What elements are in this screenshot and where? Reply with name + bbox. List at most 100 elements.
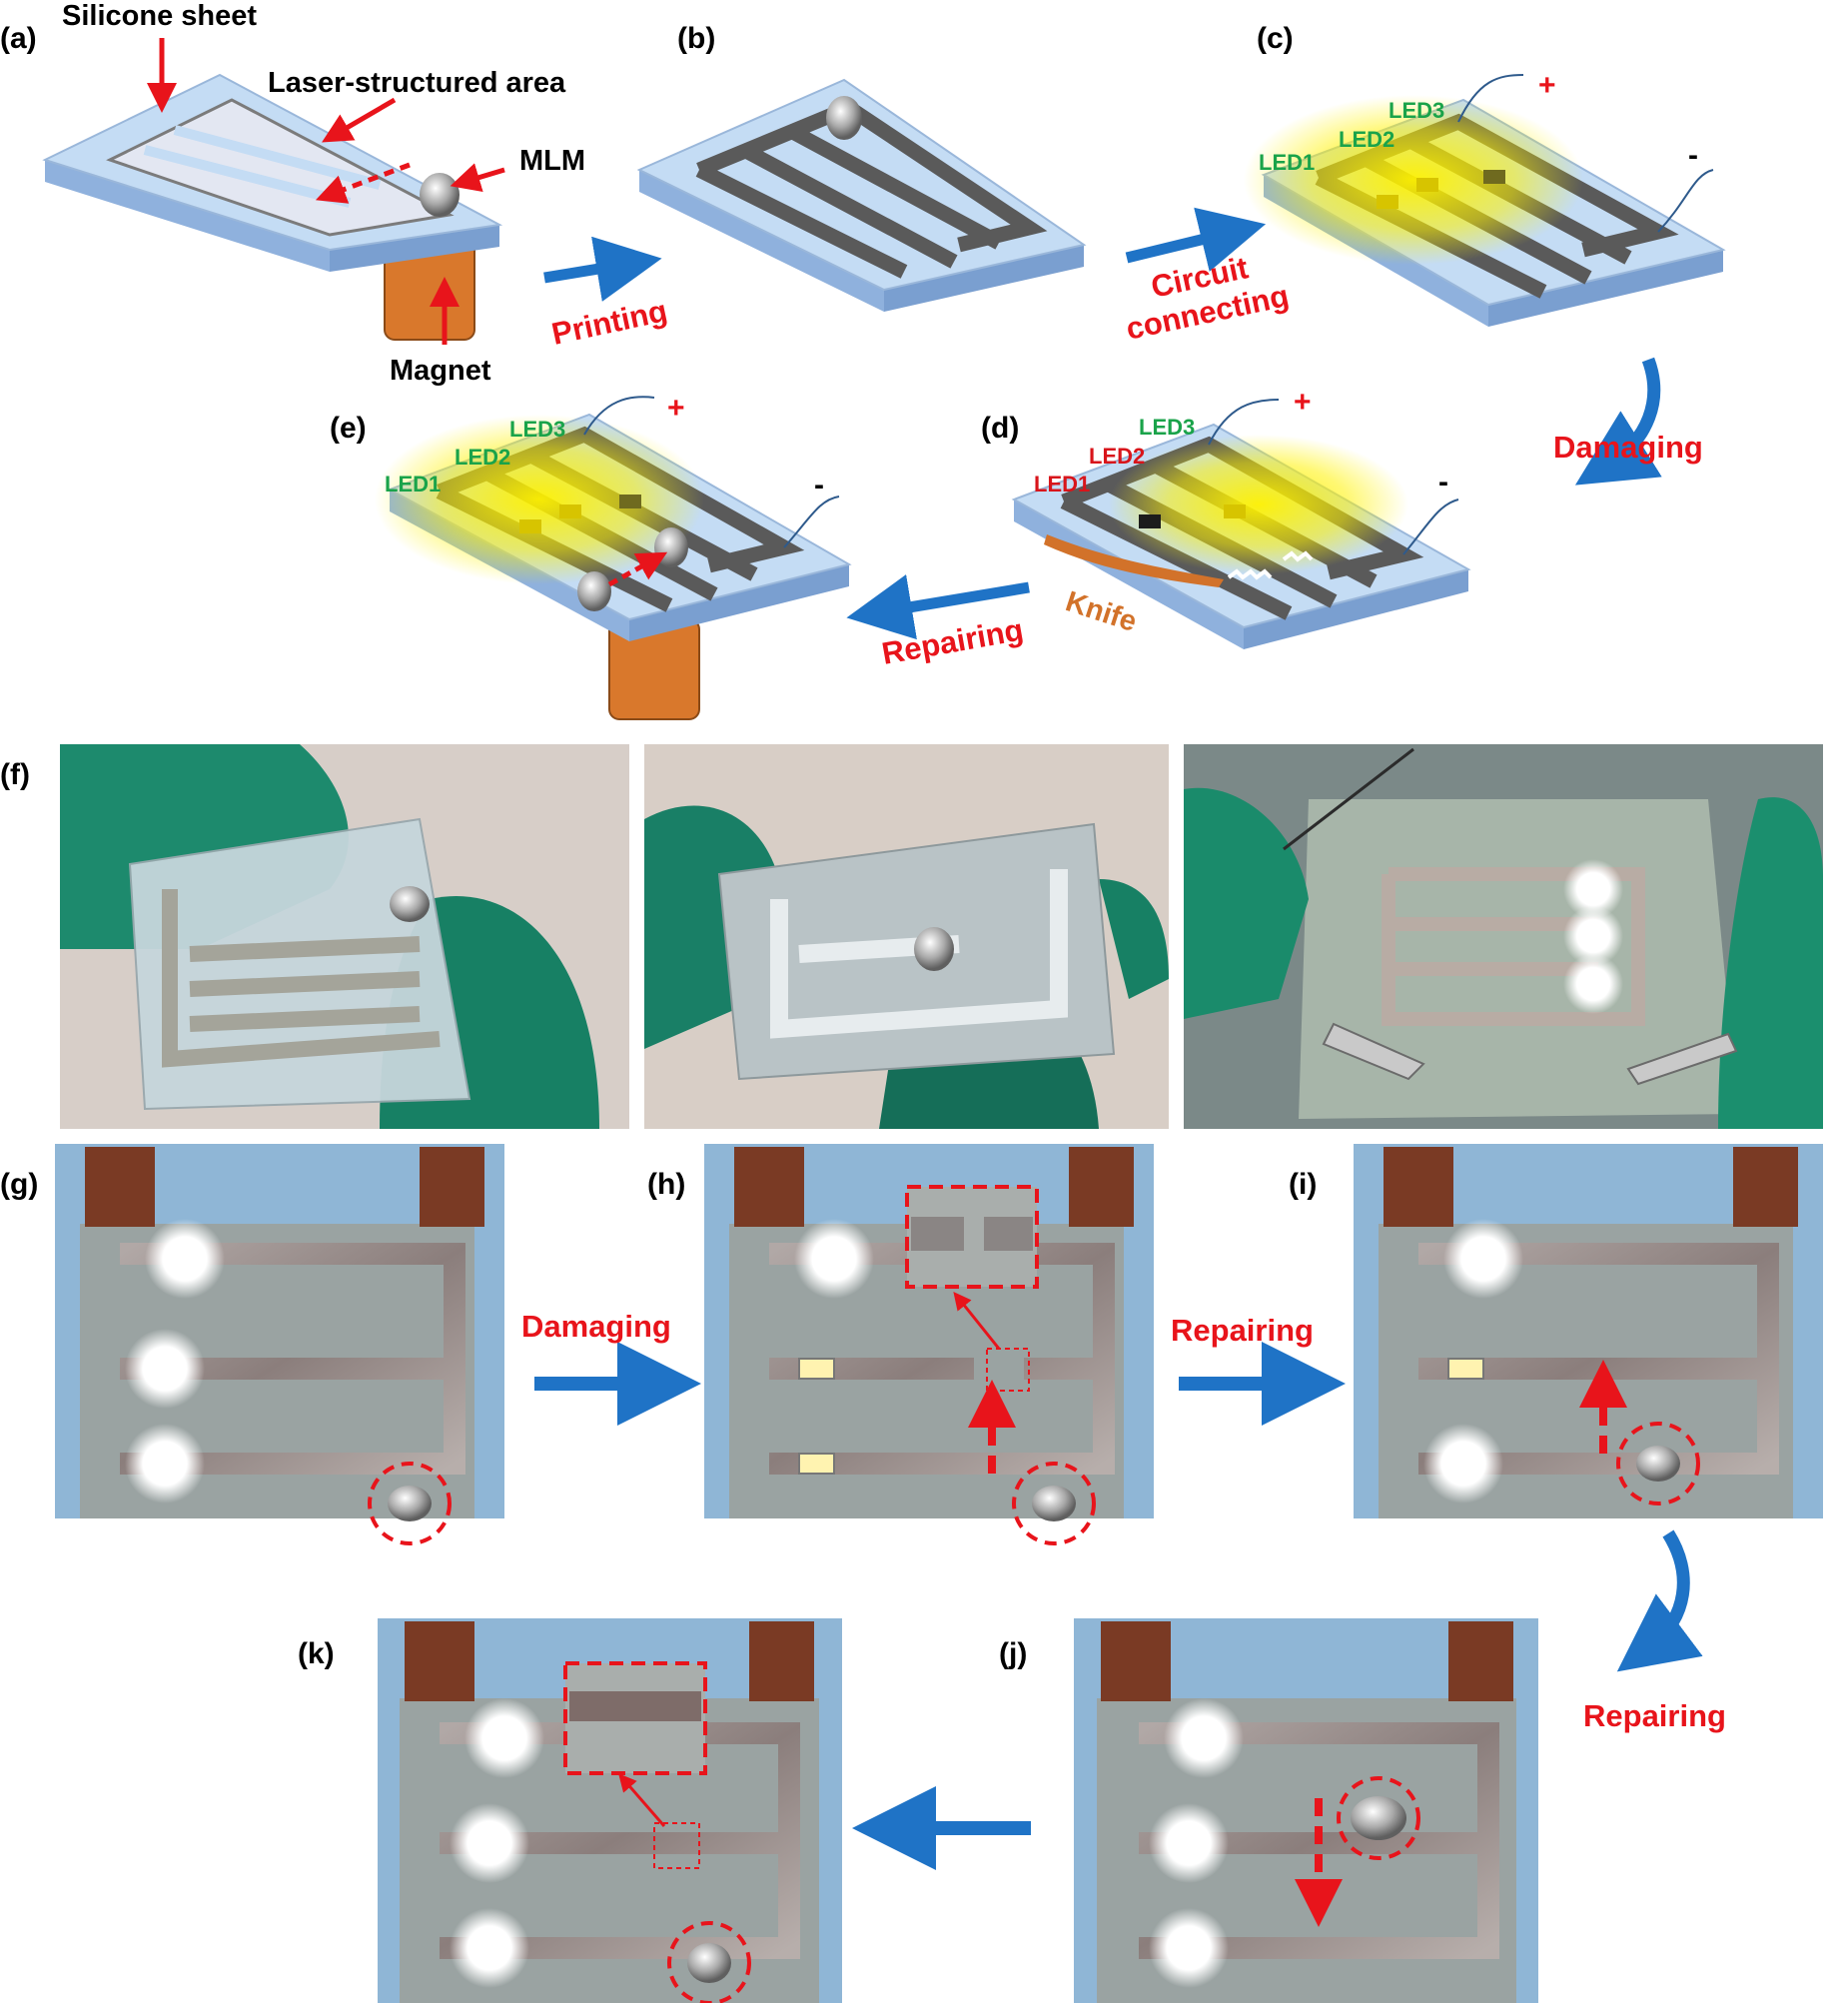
- wire-negative: [1657, 169, 1714, 233]
- photo-f3: [1184, 744, 1823, 1129]
- copper-tape: [749, 1621, 814, 1701]
- panel-c-schematic: [1244, 74, 1726, 327]
- led-chip-off: [1447, 1358, 1484, 1380]
- copper-tape: [1069, 1147, 1134, 1227]
- copper-tape: [734, 1147, 804, 1227]
- mlm-droplet: [914, 927, 954, 971]
- printed-trace: [162, 889, 441, 1068]
- arrow-repairing-curve: [1616, 1529, 1703, 1672]
- sheet-side-right: [1244, 569, 1468, 649]
- minus-d: -: [1438, 466, 1448, 499]
- led-chip-off: [798, 1358, 835, 1380]
- mlm-droplet: [1032, 1486, 1076, 1521]
- sheet-side-right: [330, 225, 499, 272]
- led-chip: [1377, 195, 1398, 209]
- mlm-droplet: [390, 886, 430, 922]
- led-chip: [1483, 170, 1505, 184]
- gloved-hand: [1099, 879, 1169, 999]
- led-bulb: [464, 1698, 544, 1778]
- led-bulb: [1443, 1219, 1523, 1299]
- photo-f1: [60, 744, 629, 1129]
- led-bulb: [1423, 1424, 1503, 1503]
- mlm-droplet: [420, 173, 460, 217]
- alligator-clip: [1626, 1032, 1738, 1086]
- mlm-path-arrow: [607, 551, 668, 587]
- led-chip: [519, 519, 541, 533]
- callout-laser-structured-area: Laser-structured area: [268, 67, 566, 99]
- panel-label-a: (a): [0, 22, 37, 55]
- arrow-damaging: [1574, 357, 1662, 486]
- panel-label-j: (j): [999, 1637, 1027, 1670]
- label-led1-d: LED1: [1034, 472, 1090, 497]
- plus-c: +: [1538, 69, 1556, 102]
- callout-knife: Knife: [1062, 585, 1141, 638]
- copper-tape: [405, 1621, 474, 1701]
- plus-e: +: [667, 392, 685, 425]
- wire-negative: [1402, 499, 1459, 555]
- panel-a-schematic: [42, 38, 505, 345]
- step-repairing-photo: Repairing: [1171, 1313, 1314, 1348]
- label-led3-e: LED3: [509, 417, 565, 442]
- photo-g: [55, 1144, 504, 1545]
- label-led2-d: LED2: [1089, 444, 1145, 469]
- photo-j: [1074, 1618, 1538, 2003]
- minus-c: -: [1688, 139, 1698, 172]
- arrow-repairing: [846, 574, 1030, 640]
- mlm-path-arrow: [315, 162, 411, 204]
- panel-label-i: (i): [1289, 1168, 1317, 1201]
- led-bulb: [145, 1219, 225, 1299]
- led-bulb: [125, 1329, 205, 1409]
- gloved-hand: [1718, 797, 1823, 1129]
- led-glow: [1244, 95, 1583, 265]
- printed-trace: [1382, 867, 1645, 1026]
- knife-blade: [1044, 534, 1224, 587]
- panel-label-c: (c): [1257, 22, 1294, 55]
- label-led1-e: LED1: [385, 472, 441, 497]
- led-bulb: [1149, 1803, 1229, 1883]
- wire-positive: [1208, 399, 1280, 446]
- probe-wire: [1283, 747, 1414, 851]
- led-chip: [1416, 178, 1438, 192]
- label-led2-e: LED2: [455, 445, 510, 470]
- step-repairing-top: Repairing: [879, 612, 1026, 671]
- sheet-side: [45, 160, 330, 272]
- alligator-clip: [1322, 1022, 1425, 1081]
- mlm-droplet: [388, 1486, 432, 1521]
- photo-f2: [644, 744, 1169, 1129]
- damage-mark: [1227, 550, 1314, 580]
- highlight-circle: [1337, 1776, 1420, 1860]
- step-damaging-top: Damaging: [1553, 430, 1703, 465]
- copper-tape: [420, 1147, 484, 1227]
- panel-label-f: (f): [0, 758, 30, 791]
- panel-label-b: (b): [677, 22, 715, 55]
- step-damaging-photo: Damaging: [521, 1309, 671, 1344]
- led-glow: [375, 415, 704, 584]
- led-bulb: [450, 1803, 529, 1883]
- zoom-arrow: [618, 1773, 666, 1827]
- mlm-droplet: [577, 571, 611, 611]
- led-bulb: [450, 1908, 529, 1988]
- mlm-droplet: [1351, 1796, 1406, 1840]
- zoom-arrow: [953, 1291, 1001, 1350]
- led-bulb: [1563, 954, 1623, 1014]
- mlm-droplet: [826, 96, 862, 140]
- plus-d: +: [1294, 386, 1312, 419]
- highlight-circle: [368, 1462, 452, 1545]
- label-led1-c: LED1: [1259, 150, 1315, 175]
- panel-b-schematic: [636, 78, 1087, 312]
- wire-positive: [1457, 74, 1524, 123]
- panel-d-schematic: [1011, 399, 1471, 649]
- led-bulb: [1563, 859, 1623, 919]
- sheet-side-right: [884, 245, 1084, 312]
- photo-h: [704, 1144, 1154, 1545]
- copper-tape: [1384, 1147, 1453, 1227]
- highlight-circle: [1012, 1462, 1096, 1545]
- label-led3-d: LED3: [1139, 415, 1195, 440]
- panel-label-d: (d): [981, 412, 1019, 445]
- wire-positive: [583, 396, 655, 436]
- led-bulb: [1164, 1698, 1244, 1778]
- led-chip: [559, 504, 581, 518]
- led-bulb: [1149, 1908, 1229, 1988]
- copper-tape: [1733, 1147, 1798, 1227]
